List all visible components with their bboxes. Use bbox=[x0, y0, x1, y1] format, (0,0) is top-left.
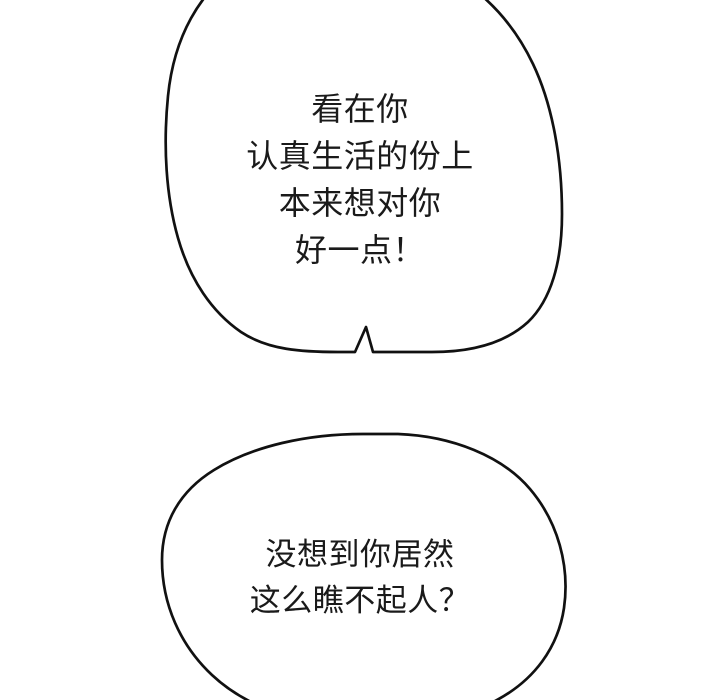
bubble-2-line-1: 没想到你居然 bbox=[265, 537, 455, 573]
bubble-1-line-1: 看在你 bbox=[311, 90, 409, 128]
bubble-1-line-2: 认真生活的份上 bbox=[246, 137, 474, 175]
bubble-2-line-2: 这么瞧不起人？ bbox=[249, 583, 471, 619]
speech-bubble-1-outline bbox=[164, 0, 564, 354]
speech-bubble-2-outline bbox=[160, 432, 567, 700]
speech-bubble-2-text: 没想到你居然 这么瞧不起人？ bbox=[0, 532, 720, 624]
speech-bubble-1-text: 看在你 认真生活的份上 本来想对你 好一点！ bbox=[0, 86, 720, 274]
bubble-1-line-4: 好一点！ bbox=[294, 231, 425, 269]
bubble-1-line-3: 本来想对你 bbox=[278, 184, 442, 222]
